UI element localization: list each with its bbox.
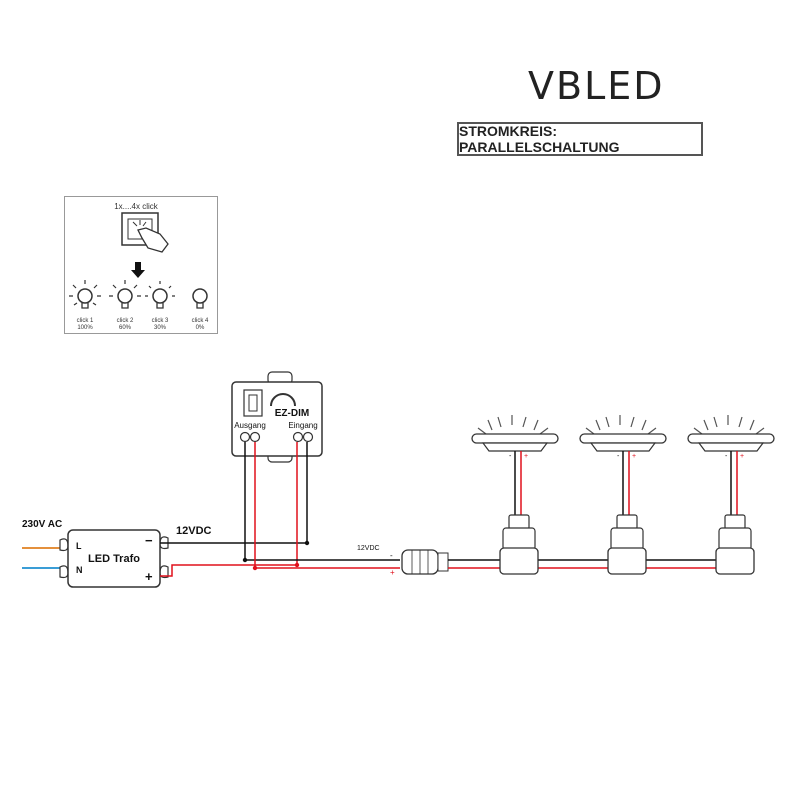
- led-spot-3: - +: [687, 415, 775, 575]
- dc-wiring: [160, 442, 400, 577]
- line-minus-label: -: [390, 551, 393, 560]
- legend-clicks-label: 1x....4x click: [114, 202, 159, 211]
- brand-logo: VBLED: [528, 64, 665, 108]
- transformer-n-label: N: [76, 565, 83, 575]
- legend-level-4-value: 0%: [196, 325, 205, 331]
- dimming-legend-box: [64, 196, 218, 334]
- transformer-plus-label: +: [145, 569, 153, 584]
- bulb-off-icon: [192, 288, 208, 309]
- legend-level-1-label: click 1: [77, 318, 94, 324]
- svg-text:-: -: [725, 453, 728, 460]
- svg-text:+: +: [632, 453, 636, 460]
- bulb-low-icon: [145, 281, 175, 309]
- transformer-minus-label: −: [145, 533, 153, 548]
- line-plus-label: +: [390, 568, 395, 577]
- transformer-l-label: L: [76, 541, 82, 551]
- legend-level-3-value: 30%: [154, 325, 167, 331]
- bulb-full-icon: [69, 280, 101, 309]
- dc-line-label: 12VDC: [357, 545, 380, 552]
- legend-level-2-label: click 2: [117, 318, 134, 324]
- svg-text:+: +: [740, 453, 744, 460]
- led-spot-1: - +: [471, 415, 559, 575]
- inline-connector: [401, 549, 449, 575]
- ac-input-label: 230V AC: [22, 519, 62, 530]
- transformer-name: LED Trafo: [88, 553, 140, 565]
- led-spot-2: - +: [579, 415, 667, 575]
- trafo-output-label: 12VDC: [176, 525, 212, 537]
- ez-dim-dimmer: [231, 371, 323, 463]
- dimmer-name: EZ-DIM: [275, 408, 309, 419]
- legend-level-2-value: 60%: [119, 325, 132, 331]
- dimmer-input-label: Eingang: [288, 421, 317, 430]
- push-button-icon: [121, 212, 169, 253]
- arrow-down-icon: [131, 262, 145, 278]
- legend-level-3-label: click 3: [152, 318, 169, 324]
- svg-text:-: -: [509, 453, 512, 460]
- diagram-title: STROMKREIS: PARALLELSCHALTUNG: [457, 122, 703, 156]
- legend-level-1-value: 100%: [77, 325, 93, 331]
- dimmer-output-label: Ausgang: [234, 421, 266, 430]
- bulb-medium-icon: [109, 280, 141, 309]
- legend-level-4-label: click 4: [192, 318, 209, 324]
- led-transformer: [59, 529, 169, 588]
- svg-text:+: +: [524, 453, 528, 460]
- svg-text:-: -: [617, 453, 620, 460]
